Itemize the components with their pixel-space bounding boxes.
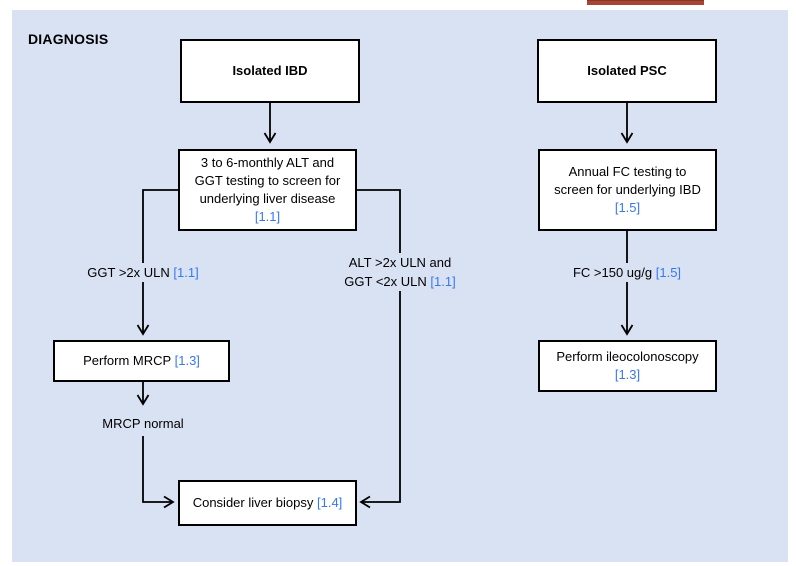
- edge-label-alt-high: ALT >2x ULN and GGT <2x ULN [1.1]: [340, 253, 460, 291]
- node-label: Isolated PSC: [587, 63, 667, 78]
- edge-label-text: GGT >2x ULN: [87, 265, 170, 280]
- reference-link[interactable]: [1.1]: [254, 209, 281, 224]
- node-isolated-ibd: Isolated IBD: [180, 39, 360, 103]
- edge-label-text: MRCP normal: [102, 416, 184, 431]
- edge-label-text: FC >150 ug/g: [572, 265, 653, 280]
- top-accent-bar: [587, 0, 704, 5]
- node-label: Annual FC testing to screen for underlyi…: [554, 164, 701, 197]
- reference-link[interactable]: [1.1]: [173, 265, 199, 280]
- edge-label-fc-high: FC >150 ug/g [1.5]: [568, 263, 686, 282]
- node-label: 3 to 6-monthly ALT and GGT testing to sc…: [194, 155, 341, 206]
- edge-label-mrcp-normal: MRCP normal: [98, 414, 188, 433]
- node-ibd-lft-testing: 3 to 6-monthly ALT and GGT testing to sc…: [178, 149, 357, 231]
- node-label: Consider liver biopsy: [192, 495, 314, 510]
- node-consider-liver-biopsy: Consider liver biopsy [1.4]: [178, 480, 357, 526]
- reference-link[interactable]: [1.4]: [317, 495, 343, 510]
- node-perform-ileocolonoscopy: Perform ileocolonoscopy [1.3]: [538, 340, 717, 392]
- node-psc-fc-testing: Annual FC testing to screen for underlyi…: [538, 149, 717, 231]
- edge-label-ggt-high: GGT >2x ULN [1.1]: [83, 263, 203, 282]
- reference-link[interactable]: [1.1]: [430, 274, 456, 289]
- node-perform-mrcp: Perform MRCP [1.3]: [53, 340, 230, 382]
- reference-link[interactable]: [1.5]: [614, 200, 641, 215]
- node-label: Perform MRCP: [83, 353, 171, 368]
- edge-label-text: ALT >2x ULN and: [348, 255, 452, 270]
- reference-link[interactable]: [1.3]: [174, 353, 200, 368]
- node-isolated-psc: Isolated PSC: [537, 39, 717, 103]
- node-label: Isolated IBD: [232, 63, 308, 78]
- section-title: DIAGNOSIS: [28, 31, 109, 47]
- reference-link[interactable]: [1.3]: [614, 367, 641, 382]
- reference-link[interactable]: [1.5]: [655, 265, 682, 280]
- node-label: Perform ileocolonoscopy: [556, 349, 699, 364]
- edge-label-text: GGT <2x ULN: [344, 274, 427, 289]
